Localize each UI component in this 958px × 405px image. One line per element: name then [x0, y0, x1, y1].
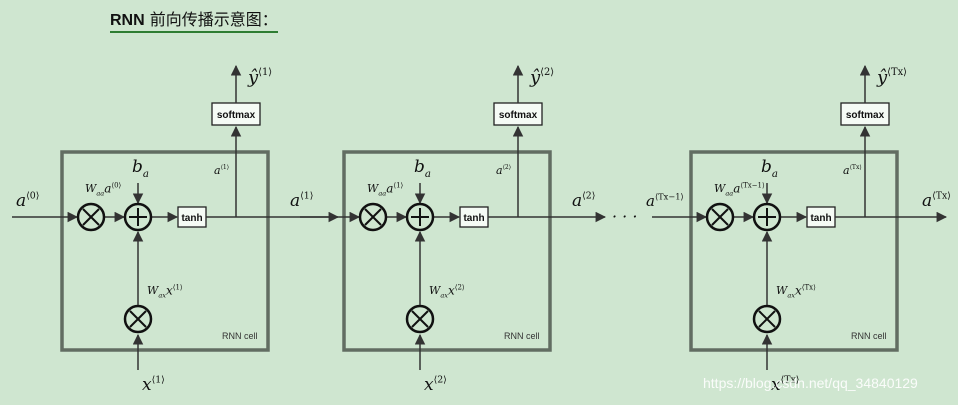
heading-rnn: RNN	[110, 12, 145, 29]
wax-term-label: Waxx⟨Tx⟩	[776, 283, 816, 299]
rnn-cell-box	[342, 150, 552, 352]
softmax-label: softmax	[846, 110, 885, 121]
multiply-wax-node	[405, 304, 435, 334]
y-hat-output-label: ŷ⟨1⟩	[247, 67, 272, 88]
x-input-label: x⟨1⟩	[142, 374, 165, 395]
ellipsis: · · ·	[612, 207, 637, 226]
softmax-label: softmax	[217, 110, 256, 121]
a-input-label: a⟨0⟩	[16, 190, 39, 211]
add-node	[752, 202, 782, 232]
x-input-label: x⟨2⟩	[424, 374, 447, 395]
softmax-label: softmax	[499, 110, 538, 121]
multiply-waa-node	[76, 202, 106, 232]
rnn-cell-box	[689, 150, 899, 352]
multiply-wax-node	[123, 304, 153, 334]
bias-label: ba	[761, 157, 778, 180]
rnn-cell-1: RNN cell tanh softmax ŷ⟨1⟩ a⟨1⟩ ba x⟨1⟩ Waxx⟨1⟩…	[12, 64, 340, 395]
waa-term-label: Waaa⟨Tx−1⟩	[714, 181, 765, 197]
a-inner-label: a⟨2⟩	[496, 164, 511, 177]
multiply-wax-node	[752, 304, 782, 334]
waa-term-label: Waaa⟨1⟩	[367, 181, 404, 197]
add-node	[123, 202, 153, 232]
rnn-cell-2: RNN cell tanh softmax ŷ⟨2⟩ a⟨2⟩ ba x⟨2⟩ Waxx⟨2⟩…	[300, 64, 607, 395]
rnn-cell-label: RNN cell	[504, 331, 540, 341]
heading-text: 前向传播示意图：	[144, 10, 278, 29]
waa-term-label: Waaa⟨0⟩	[85, 181, 122, 197]
rnn-cell-label: RNN cell	[851, 331, 887, 341]
a-inner-label: a⟨Tx⟩	[843, 164, 862, 177]
a-output-label: a⟨2⟩	[572, 190, 595, 211]
y-hat-output-label: ŷ⟨2⟩	[529, 67, 554, 88]
wax-term-label: Waxx⟨1⟩	[147, 283, 183, 299]
tanh-label: tanh	[181, 213, 202, 224]
y-hat-output-label: ŷ⟨Tx⟩	[876, 67, 907, 88]
rnn-cell-box	[60, 150, 270, 352]
wax-term-label: Waxx⟨2⟩	[429, 283, 465, 299]
rnn-cell-3: RNN cell tanh softmax ŷ⟨Tx⟩ a⟨Tx⟩ ba x⟨Tx⟩ Waxx…	[646, 64, 951, 395]
rnn-cell-label: RNN cell	[222, 331, 258, 341]
x-input-label: x⟨Tx⟩	[771, 374, 799, 395]
a-input-label: a⟨Tx−1⟩	[646, 191, 684, 210]
multiply-waa-node	[358, 202, 388, 232]
tanh-label: tanh	[810, 213, 831, 224]
a-output-label: a⟨1⟩	[290, 190, 313, 211]
multiply-waa-node	[705, 202, 735, 232]
bias-label: ba	[414, 157, 431, 180]
tanh-label: tanh	[463, 213, 484, 224]
a-inner-label: a⟨1⟩	[214, 164, 229, 177]
bias-label: ba	[132, 157, 149, 180]
a-output-label: a⟨Tx⟩	[922, 190, 951, 211]
add-node	[405, 202, 435, 232]
watermark: https://blog.csdn.net/qq_34840129	[703, 375, 918, 391]
diagram-heading: RNN 前向传播示意图：	[110, 6, 278, 33]
